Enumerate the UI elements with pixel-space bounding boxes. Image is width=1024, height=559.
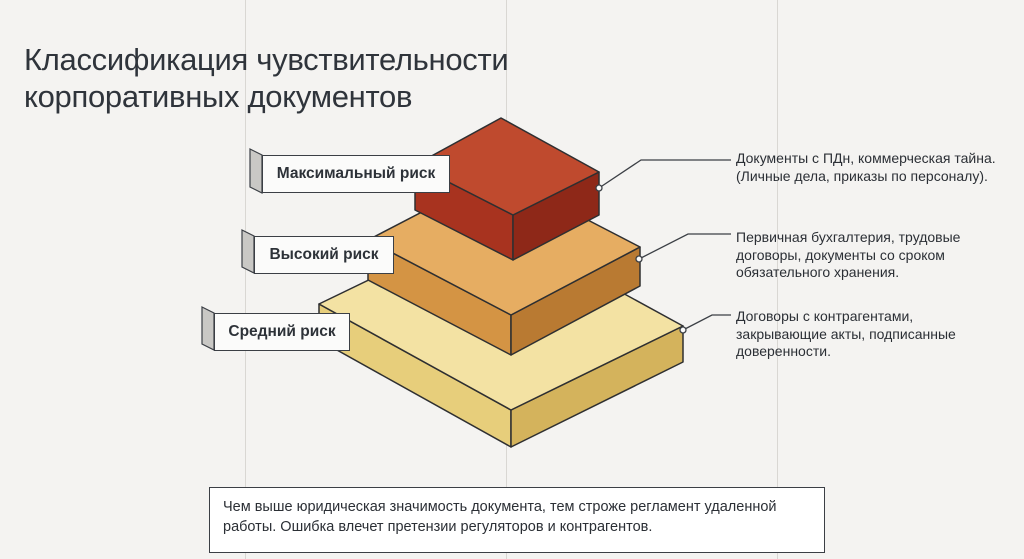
label-high-risk: Высокий риск xyxy=(254,236,394,274)
description-line: обязательного хранения. xyxy=(736,264,900,280)
description-medium-risk: Договоры с контрагентами, закрывающие ак… xyxy=(736,308,956,361)
description-high-risk: Первичная бухгалтерия, трудовые договоры… xyxy=(736,229,960,282)
description-line: (Личные дела, приказы по персоналу). xyxy=(736,167,988,184)
description-maximum-risk: Документы с ПДн, коммерческая тайна. (Ли… xyxy=(736,150,996,185)
label-maximum-risk: Максимальный риск xyxy=(262,155,450,193)
note-line-2: работы. Ошибка влечет претензии регулято… xyxy=(223,519,653,535)
leader-lines xyxy=(598,159,731,331)
label-box-depths xyxy=(201,148,263,351)
description-line: Документы с ПДн, коммерческая тайна. xyxy=(736,150,996,166)
title-line-2: корпоративных документов xyxy=(24,78,413,114)
guide-line xyxy=(777,0,778,559)
description-line: закрывающие акты, подписанные xyxy=(736,325,956,342)
page-title: Классификация чувствительности корпорати… xyxy=(24,41,509,115)
guide-line xyxy=(245,0,246,559)
summary-note: Чем выше юридическая значимость документ… xyxy=(209,487,825,553)
note-line-1: Чем выше юридическая значимость документ… xyxy=(223,499,777,515)
description-line: Первичная бухгалтерия, трудовые xyxy=(736,229,961,245)
description-line: доверенности. xyxy=(736,343,831,359)
title-line-1: Классификация чувствительности xyxy=(24,41,509,77)
leader-dots xyxy=(595,184,687,334)
description-line: договоры, документы со сроком xyxy=(736,246,945,263)
label-medium-risk: Средний риск xyxy=(214,313,350,351)
description-line: Договоры с контрагентами, xyxy=(736,308,914,324)
